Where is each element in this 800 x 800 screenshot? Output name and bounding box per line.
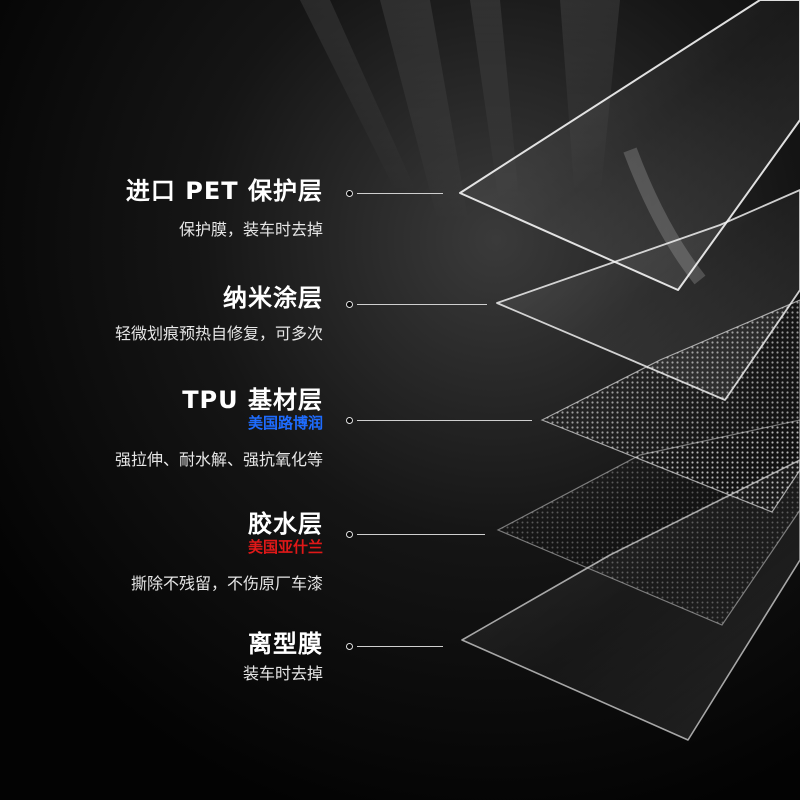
layer-title: TPU 基材层 xyxy=(182,386,323,414)
label-release-layer: 离型膜 装车时去掉 xyxy=(243,630,323,684)
layer-title: 胶水层 xyxy=(248,510,323,538)
connector-line xyxy=(357,193,443,194)
brand-name: 美国路博润 xyxy=(247,414,323,432)
layer-description: 装车时去掉 xyxy=(242,664,323,683)
connector-dot xyxy=(346,417,353,424)
connector-dot xyxy=(346,531,353,538)
connector-dot xyxy=(346,301,353,308)
layer-pet-protective xyxy=(459,0,800,291)
label-pet-layer: 进口 PET 保护层 保护膜，装车时去掉 xyxy=(126,177,323,240)
layer-description: 轻微划痕预热自修复，可多次 xyxy=(114,324,323,343)
layer-description: 强拉伸、耐水解、强抗氧化等 xyxy=(114,450,323,469)
layer-title: 进口 PET 保护层 xyxy=(125,177,323,205)
connector-line xyxy=(357,304,487,305)
label-tpu-layer: TPU 基材层 美国路博润 强拉伸、耐水解、强抗氧化等 xyxy=(115,386,323,470)
brand-name: 美国亚什兰 xyxy=(247,538,323,556)
layer-description: 保护膜，装车时去掉 xyxy=(178,220,323,239)
label-adhesive-layer: 胶水层 美国亚什兰 撕除不残留，不伤原厂车漆 xyxy=(131,510,323,594)
label-nano-layer: 纳米涂层 轻微划痕预热自修复，可多次 xyxy=(115,284,323,344)
layer-title: 离型膜 xyxy=(248,630,323,658)
connector-line xyxy=(357,646,443,647)
layer-description: 撕除不残留，不伤原厂车漆 xyxy=(130,574,323,593)
layer-title: 纳米涂层 xyxy=(223,284,323,312)
connector-line xyxy=(357,534,485,535)
connector-dot xyxy=(346,643,353,650)
connector-dot xyxy=(346,190,353,197)
connector-line xyxy=(357,420,532,421)
